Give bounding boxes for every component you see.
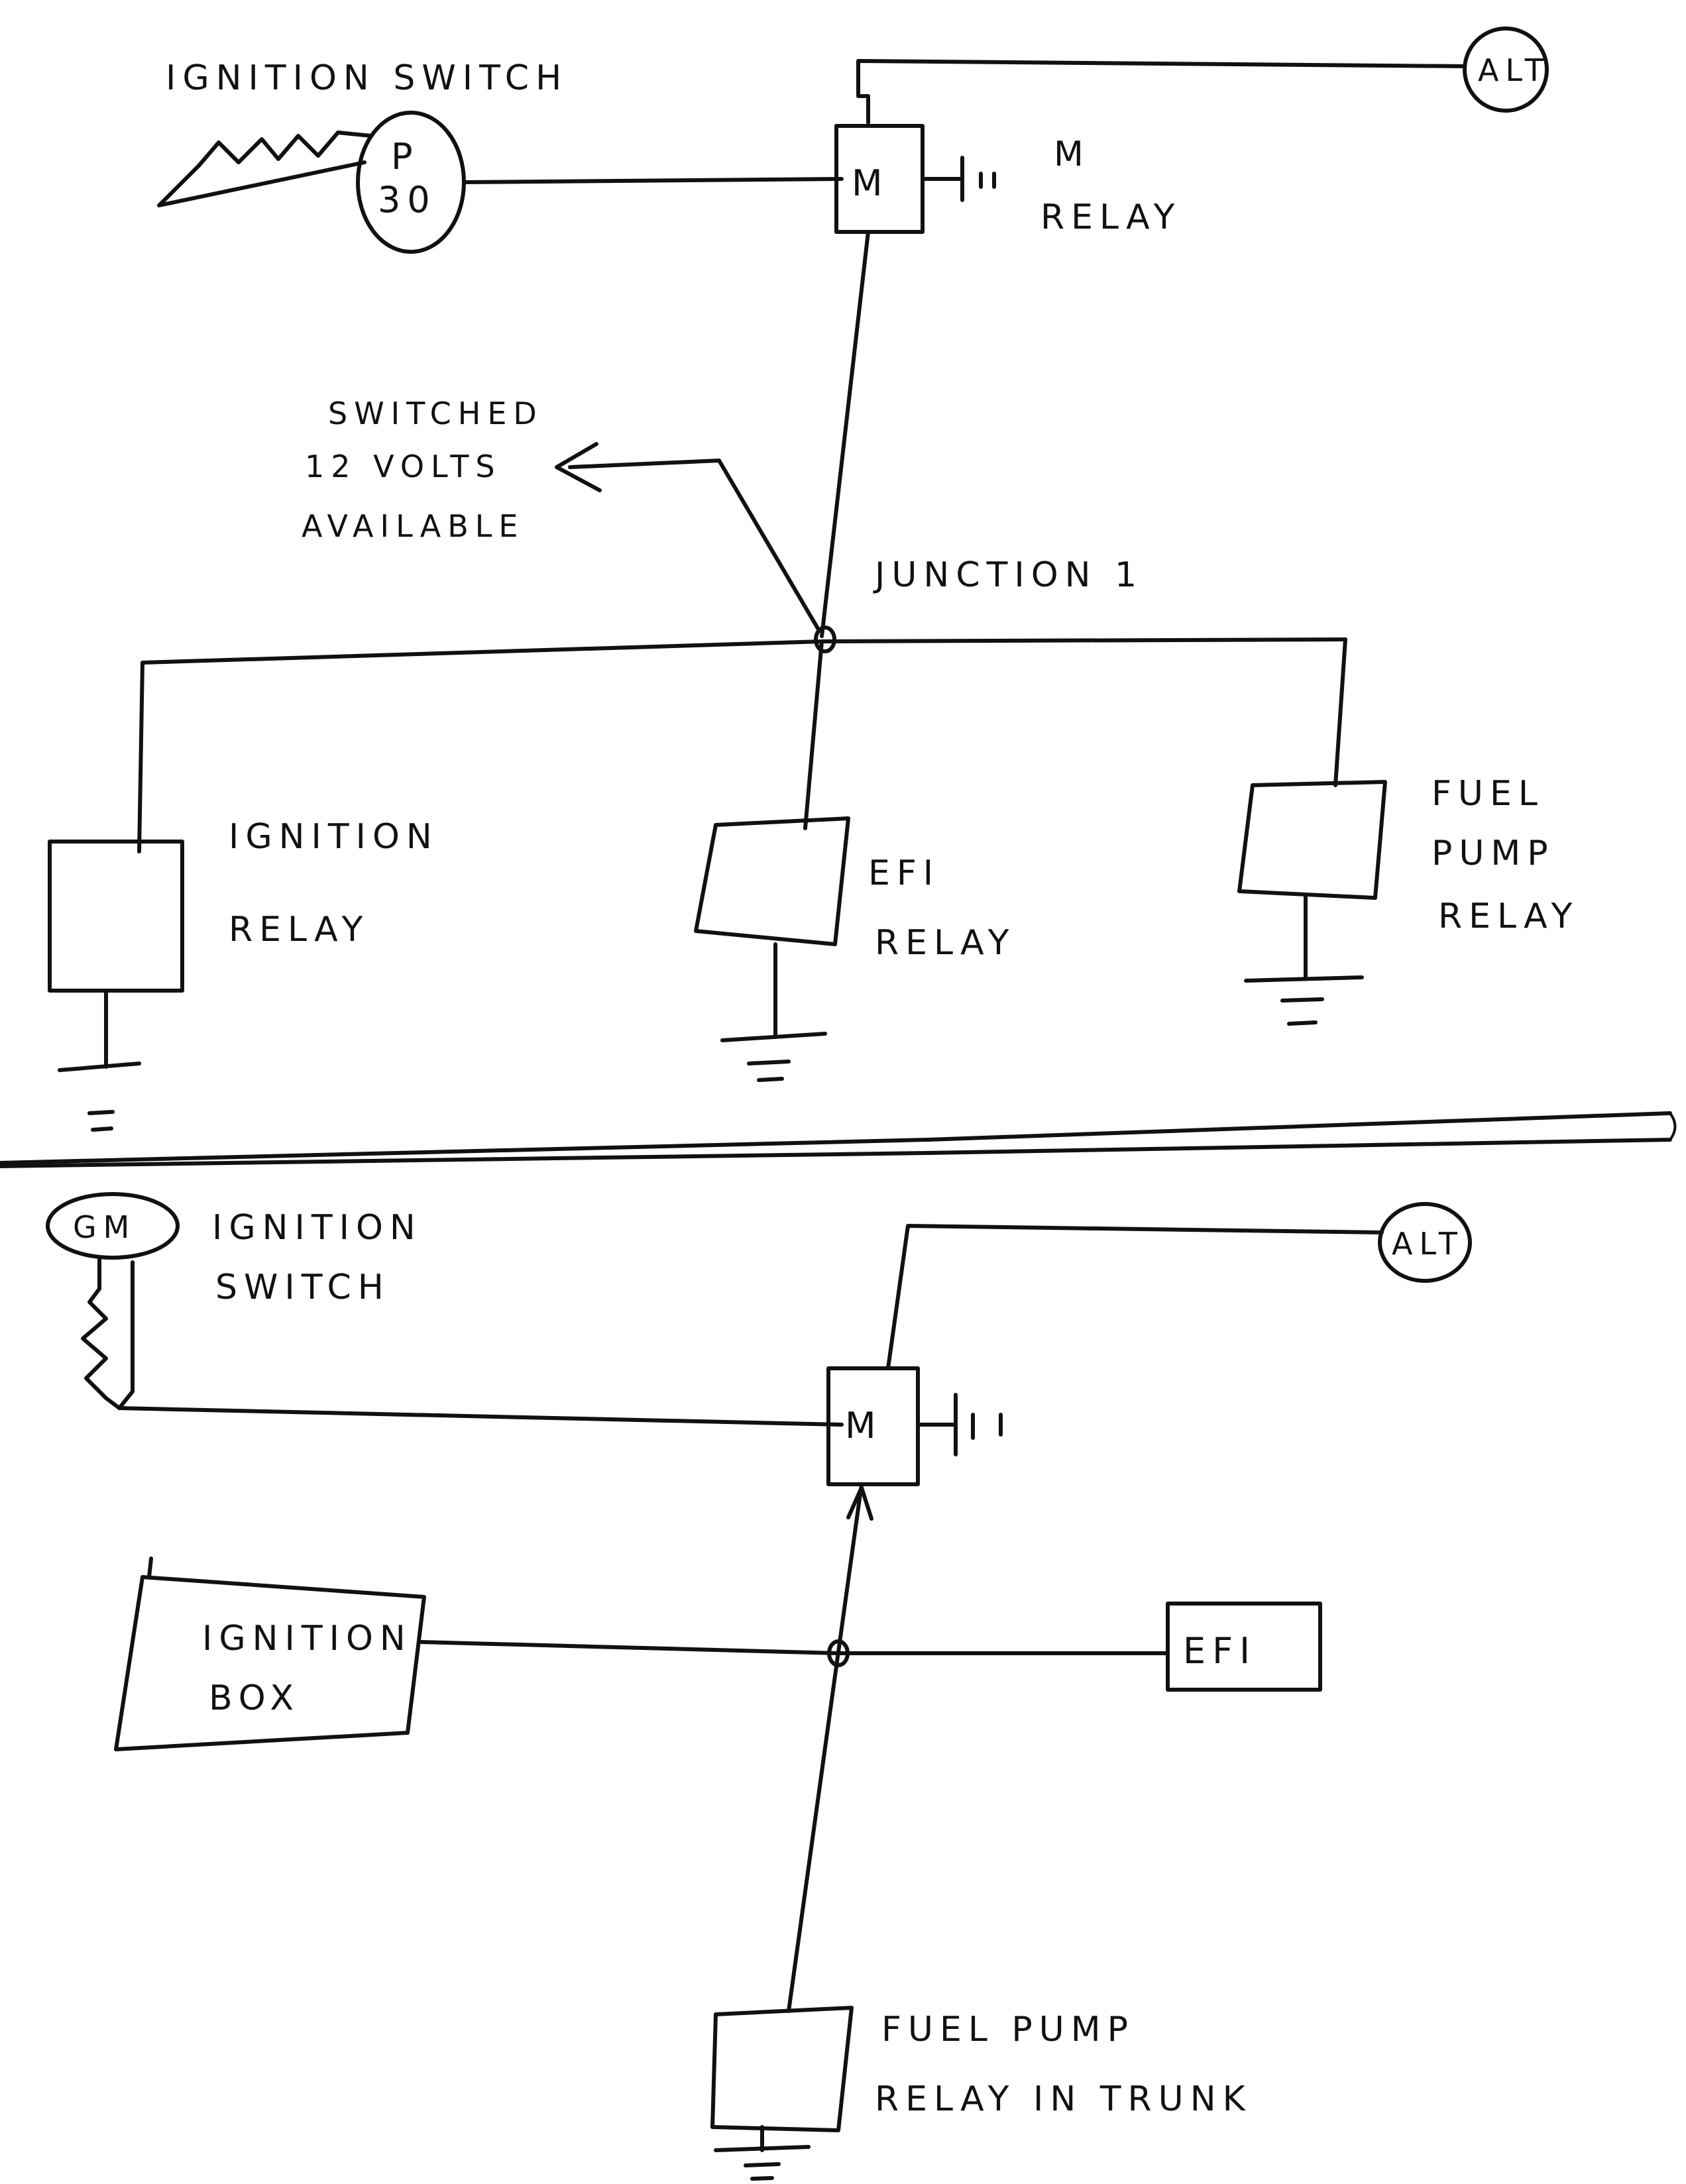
top-ignition-relay-ground-icon <box>58 989 141 1132</box>
bottom-trunk-wire <box>787 1482 864 2013</box>
top-fuel-pump-relay-label-2: PUMP <box>1432 834 1555 873</box>
top-note-12-volts: 12 VOLTS <box>305 449 502 484</box>
bottom-diagram: GM IGNITION SWITCH ALT M IGNITION BOX EF… <box>46 1192 1472 2181</box>
top-switch-marking-p: P <box>391 136 420 178</box>
bottom-gm-switch-icon <box>46 1192 180 1260</box>
top-switch-marking-30: 30 <box>378 179 437 221</box>
bottom-fuel-pump-relay-label-1: FUEL PUMP <box>881 2010 1135 2049</box>
top-junction-1-label: JUNCTION 1 <box>873 555 1143 595</box>
bottom-switch-to-mrelay-wire <box>117 1406 844 1427</box>
bottom-ignition-box-label-2: BOX <box>209 1678 300 1718</box>
bottom-alt-circle-icon <box>1378 1202 1472 1283</box>
top-alt-feed-wire <box>856 59 1467 125</box>
top-switch-to-mrelay-wire <box>462 177 844 184</box>
top-ignition-relay-label-2: RELAY <box>229 910 369 950</box>
top-ignition-switch-label: IGNITION SWITCH <box>166 58 568 98</box>
bottom-alt-label: ALT <box>1392 1226 1464 1262</box>
top-efi-relay-label-2: RELAY <box>875 923 1015 963</box>
top-note-switched: SWITCHED <box>328 396 543 431</box>
top-fuel-pump-relay-label-1: FUEL <box>1432 774 1544 814</box>
bottom-ignition-box-label-1: IGNITION <box>202 1619 412 1659</box>
top-note-arrow-icon <box>555 442 820 631</box>
top-fuel-pump-relay-ground-icon <box>1244 893 1364 1026</box>
top-bus-to-ignition-relay-wire <box>137 661 144 853</box>
top-m-relay-box-label: M <box>852 162 889 204</box>
bottom-m-relay-box-label: M <box>845 1405 883 1447</box>
bottom-fuel-pump-relay-box <box>710 2006 854 2132</box>
top-m-relay-label-relay: RELAY <box>1040 197 1181 237</box>
top-fuel-pump-relay-box <box>1237 780 1387 900</box>
top-alt-label: ALT <box>1478 52 1550 88</box>
top-efi-relay-box <box>694 816 850 946</box>
top-fuel-pump-relay-label-3: RELAY <box>1438 897 1579 936</box>
bottom-efi-box <box>1166 1602 1322 1692</box>
bottom-ignition-key-icon <box>81 1256 135 1410</box>
bottom-trunk-arrow-icon <box>846 1486 873 1521</box>
bottom-efi-label: EFI <box>1183 1630 1257 1672</box>
top-efi-relay-ground-icon <box>720 942 827 1082</box>
top-note-available: AVAILABLE <box>302 508 525 544</box>
top-diagram: IGNITION SWITCH P 30 ALT M M RELAY SWITC… <box>48 27 1579 1132</box>
top-m-relay-ground-symbol-icon <box>921 156 996 202</box>
bottom-alt-feed-wire <box>886 1224 1384 1370</box>
bottom-ignition-switch-label-1: IGNITION <box>212 1208 422 1248</box>
top-alt-circle-icon <box>1463 27 1549 113</box>
top-ignition-relay-label-1: IGNITION <box>229 817 439 857</box>
bottom-gm-label: GM <box>73 1209 136 1245</box>
bottom-fuel-pump-relay-ground-icon <box>714 2125 811 2181</box>
top-bus-to-efi-relay-wire <box>803 639 824 830</box>
top-ignition-key-blade-icon <box>157 131 373 207</box>
bottom-ignition-box <box>114 1556 426 1751</box>
bottom-fuel-pump-relay-label-2: RELAY IN TRUNK <box>875 2079 1252 2119</box>
top-junction-bus-wire <box>140 637 1347 665</box>
bottom-ignition-switch-label-2: SWITCH <box>215 1268 390 1307</box>
bottom-m-relay-ground-symbol-icon <box>916 1393 1003 1456</box>
top-mrelay-to-junction-wire <box>820 230 870 638</box>
top-bus-to-fuel-pump-relay-wire <box>1333 637 1347 787</box>
bottom-junction-to-ignition-box-wire <box>419 1640 840 1655</box>
top-ignition-relay-box <box>48 840 184 993</box>
top-efi-relay-label-1: EFI <box>868 853 940 893</box>
section-divider <box>0 1111 1677 1168</box>
top-m-relay-label-m: M <box>1054 135 1090 174</box>
